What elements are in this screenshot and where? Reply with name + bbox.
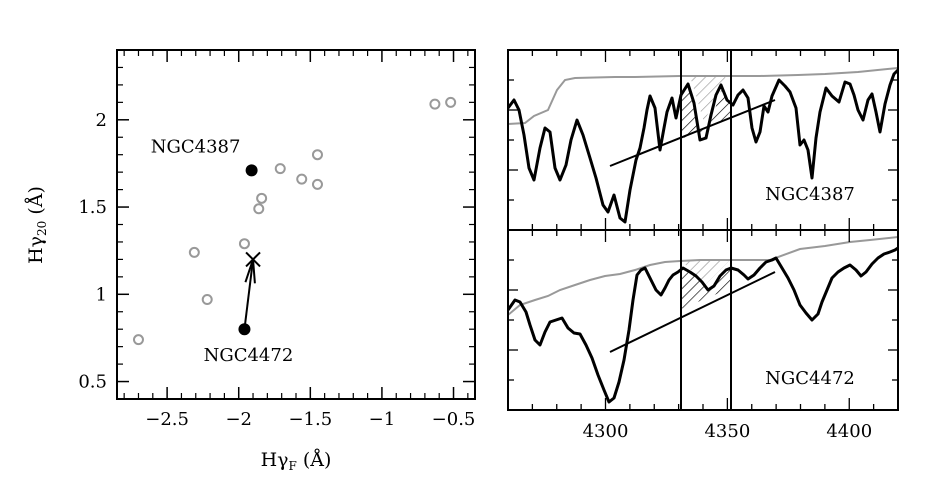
spectrum-top (508, 67, 898, 224)
scatter-x-ticks: −2.5 −2 −1.5 −1 −0.5 (123, 50, 476, 430)
open-circle-point (256, 192, 268, 204)
scatter-arrow (243, 259, 256, 330)
y-tick-label: 0.5 (78, 372, 107, 393)
x-tick-label: −0.5 (432, 409, 476, 430)
spectrum-ticks (508, 50, 899, 410)
filled-circle-point (245, 164, 258, 177)
open-circle-point (274, 163, 286, 175)
open-circle-point (188, 246, 200, 258)
spectrum-panels: 4300 4350 4400 NGC4387 NGC4472 (507, 49, 899, 442)
x-tick-label: −2 (225, 409, 252, 430)
open-circle-point (296, 173, 308, 185)
cumulative-line-bottom (508, 236, 898, 316)
spectrum-line-bottom (508, 246, 898, 404)
spectrum-bottom (508, 236, 898, 404)
arrow-head (244, 259, 254, 283)
open-circle-point (253, 203, 265, 215)
scatter-y-ticks: 0.5 1 1.5 2 (78, 66, 475, 393)
x-axis-title: HγF (Å) (261, 449, 332, 473)
shaded-region-gray-top (690, 76, 726, 122)
open-circle-point (238, 238, 250, 250)
scatter-points (132, 96, 457, 346)
open-circle-point (132, 334, 144, 346)
spectrum-x-tick-labels: 4300 4350 4400 (583, 421, 873, 442)
scatter-frame (116, 49, 476, 400)
shaded-region-black-top (681, 83, 731, 146)
scatter-panel: −2.5 −2 −1.5 −1 −0.5 0.5 1 1.5 2 NGC4387 NGC447… (25, 49, 476, 473)
open-circle-point (311, 149, 323, 161)
open-circle-point (201, 294, 213, 306)
y-axis-title: Hγ20 (Å) (25, 186, 49, 264)
x-tick-label: −1 (369, 409, 396, 430)
open-circle-point (311, 178, 323, 190)
spectrum-x-tick-label: 4300 (583, 421, 629, 442)
open-circle-point (429, 98, 441, 110)
x-tick-label: −2.5 (145, 409, 189, 430)
arrow-head (252, 259, 256, 284)
x-tick-label: −1.5 (288, 409, 332, 430)
label-ngc4472: NGC4472 (765, 368, 855, 389)
y-tick-label: 1.5 (78, 197, 107, 218)
open-circle-point (445, 96, 457, 108)
y-tick-label: 1 (96, 284, 107, 305)
spectrum-x-tick-label: 4400 (826, 421, 872, 442)
continuum-line-bottom (609, 271, 776, 353)
annotation-ngc4387: NGC4387 (151, 136, 241, 157)
annotation-ngc4472: NGC4472 (204, 345, 294, 366)
y-tick-label: 2 (96, 110, 107, 131)
arrow-shaft (243, 259, 255, 330)
spectrum-line-top (508, 68, 898, 224)
shaded-region-gray-bottom (681, 260, 730, 285)
spectrum-x-tick-label: 4350 (704, 421, 750, 442)
cumulative-line-top (508, 67, 898, 125)
label-ngc4387: NGC4387 (765, 184, 855, 205)
